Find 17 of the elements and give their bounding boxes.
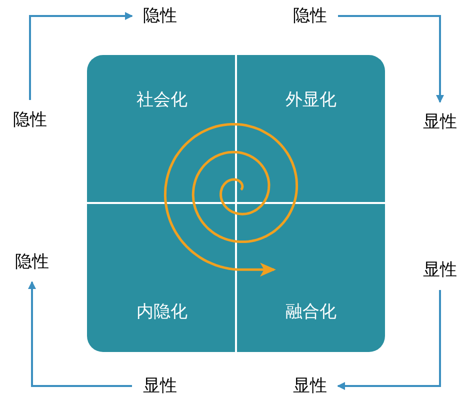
arrow	[28, 281, 132, 387]
axis-label: 隐性	[293, 8, 327, 24]
axis-label: 隐性	[143, 8, 177, 24]
axis-label: 显性	[423, 262, 457, 278]
quadrant-label: 融合化	[286, 304, 336, 320]
axis-label: 显性	[293, 378, 327, 394]
axis-label: 隐性	[13, 112, 47, 128]
quadrant-panel	[87, 55, 385, 352]
arrow	[338, 15, 444, 103]
quadrant-label: 社会化	[136, 92, 188, 108]
quadrant-label: 外显化	[286, 92, 336, 108]
axis-label: 显性	[423, 114, 457, 130]
arrow	[29, 12, 133, 100]
quadrant-label: 内隐化	[136, 304, 188, 320]
axis-label: 显性	[143, 378, 177, 394]
arrow	[337, 290, 441, 390]
axis-label: 隐性	[15, 254, 49, 270]
